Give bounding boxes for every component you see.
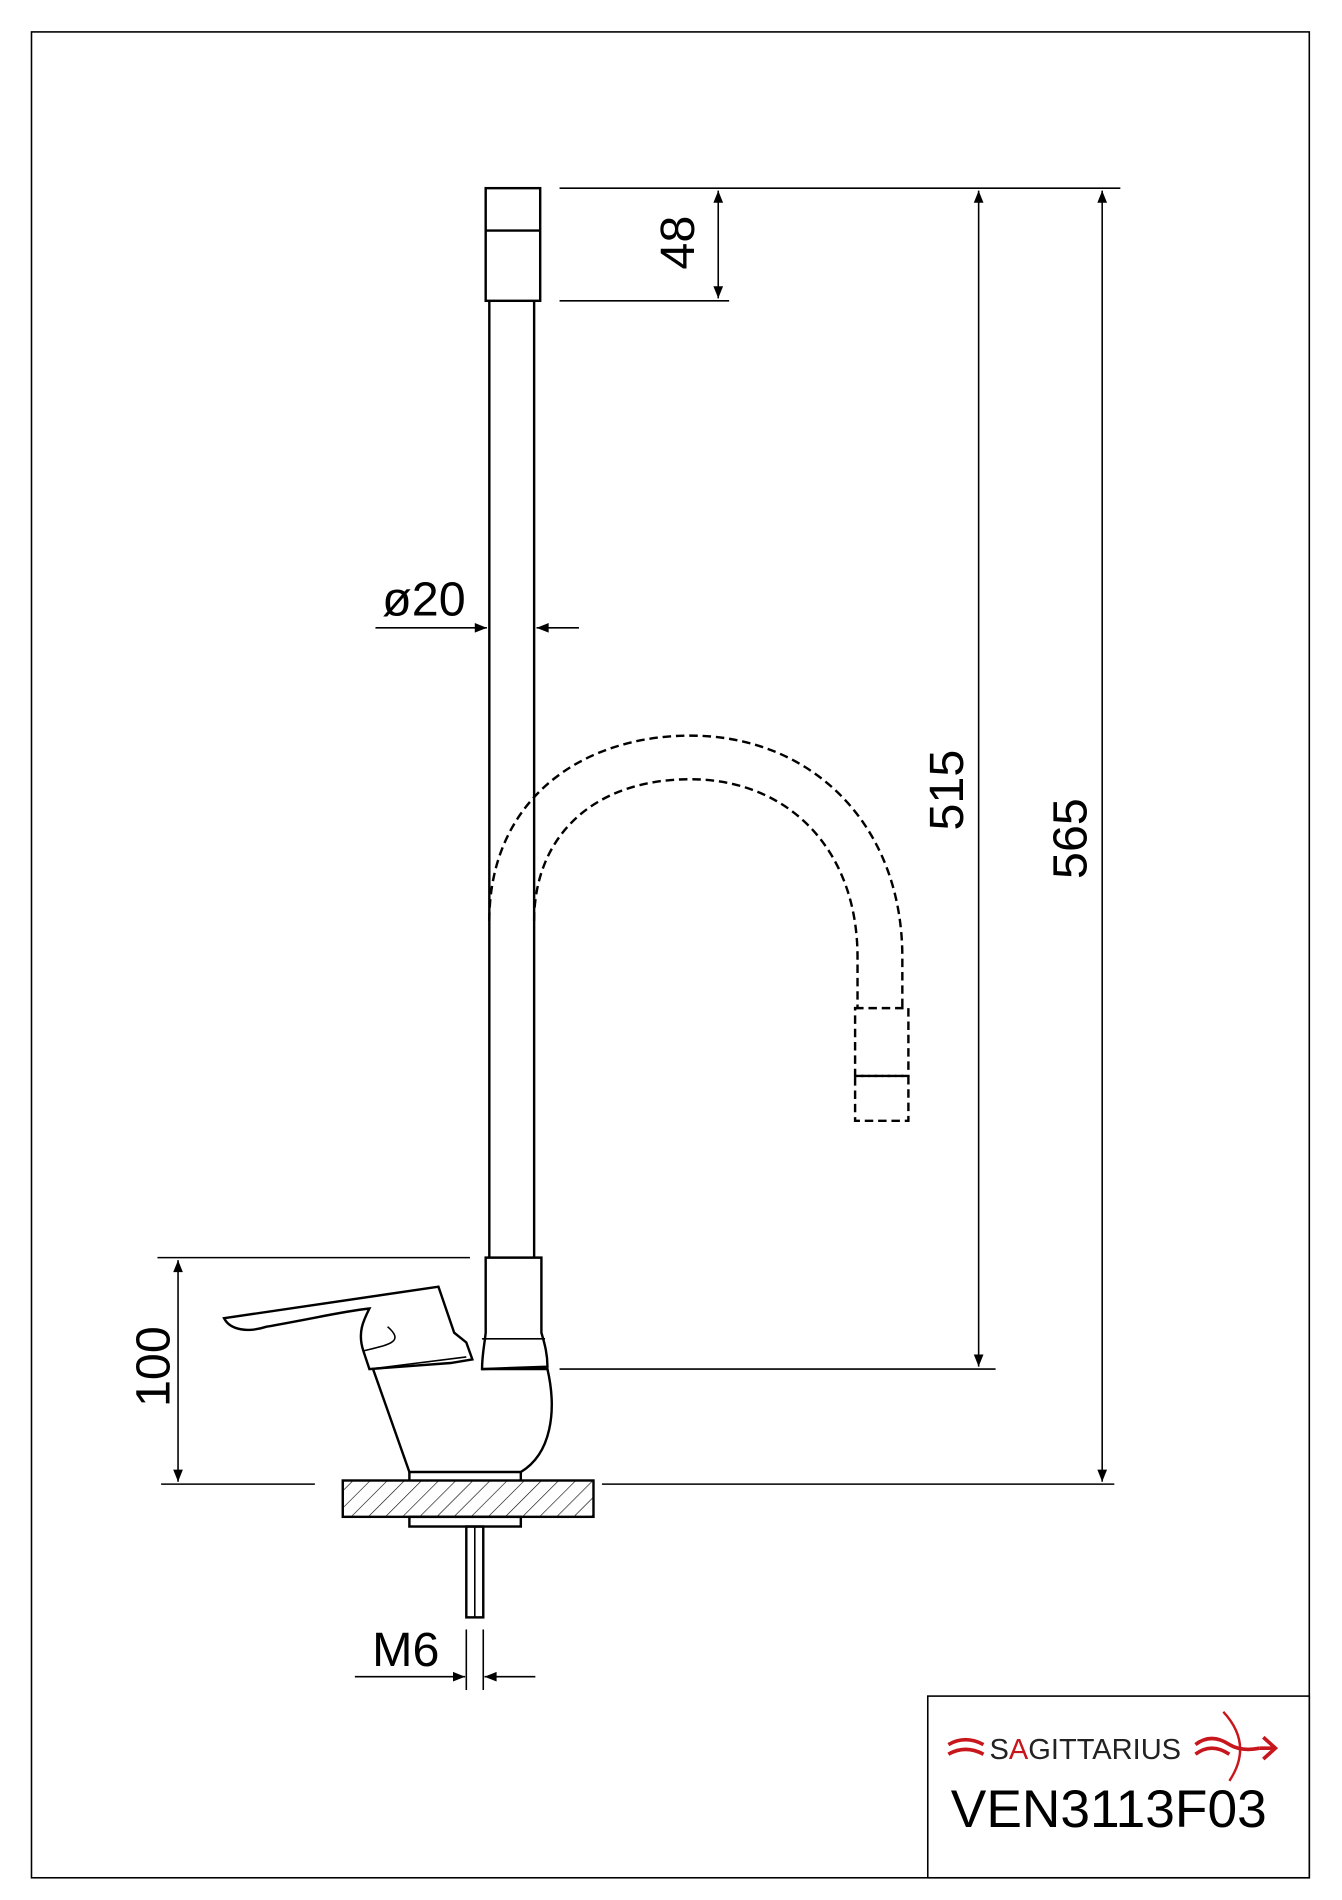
spout-head-2 — [853, 1074, 910, 1122]
mounting-plate — [408, 1515, 523, 1528]
dimension-thread: M6 — [354, 1623, 536, 1691]
dimension-100: 100 — [127, 1256, 470, 1485]
dimension-515: 515 — [559, 190, 996, 1370]
spout-head-1 — [853, 1006, 910, 1078]
svg-text:515: 515 — [920, 750, 974, 831]
svg-text:ø20: ø20 — [382, 573, 465, 627]
dimension-48: 48 — [559, 187, 1121, 302]
title-block: SAGITTARIUS VEN3113F03 — [926, 1695, 1311, 1879]
faucet-drawing — [222, 186, 910, 1619]
drawing-border — [30, 31, 1311, 1879]
lever-handle — [222, 1285, 474, 1371]
countertop-section — [341, 1479, 595, 1519]
dimension-diameter: ø20 — [375, 573, 579, 633]
svg-text:48: 48 — [651, 216, 705, 270]
svg-text:100: 100 — [127, 1326, 181, 1407]
mixer-body — [371, 1367, 553, 1474]
svg-text:565: 565 — [1043, 798, 1097, 879]
gooseneck-outer — [488, 734, 904, 1009]
gooseneck-inner — [532, 778, 859, 1009]
dimension-565: 565 — [601, 190, 1115, 1485]
collar — [480, 1256, 549, 1371]
svg-text:M6: M6 — [372, 1623, 439, 1677]
svg-text:SAGITTARIUS: SAGITTARIUS — [990, 1734, 1182, 1766]
model-number: VEN3113F03 — [951, 1780, 1267, 1839]
aerator-cap — [484, 186, 542, 303]
sagittarius-logo: SAGITTARIUS — [947, 1711, 1279, 1782]
